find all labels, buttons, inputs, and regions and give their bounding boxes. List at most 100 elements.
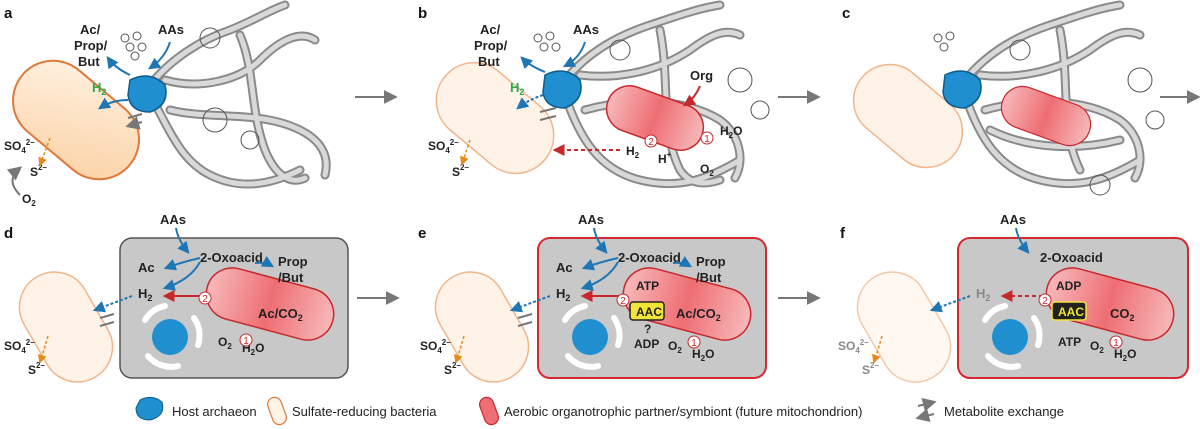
panel-label-d: d: [4, 225, 13, 242]
label-prop: Prop/: [474, 38, 508, 53]
label-prop: Prop/: [74, 38, 108, 53]
label-ac: Ac/: [80, 22, 101, 37]
label-aas: AAs: [1000, 212, 1026, 227]
nucleus: [152, 319, 188, 355]
label-h2: H2: [626, 144, 640, 160]
label-ac: Ac: [556, 260, 573, 275]
aerobic-partner: [622, 267, 752, 341]
label-s2: S2–: [452, 163, 469, 179]
step-1-marker: 1: [704, 134, 710, 145]
aac-transporter: [629, 301, 665, 321]
metabolite-exchange-icon: [915, 397, 937, 423]
label-adp: ADP: [634, 337, 659, 351]
panel-c: c: [842, 0, 1165, 196]
aerobic-partner-icon: [479, 396, 499, 426]
label-h2-green: H2: [510, 80, 524, 97]
legend-aerobic-partner: Aerobic organotrophic partner/symbiont (…: [504, 404, 862, 419]
nucleus: [572, 319, 608, 355]
label-s2: S2–: [30, 163, 47, 179]
label-hplus: H+: [658, 150, 672, 166]
aac-transporter: [1051, 301, 1087, 321]
aerobic-partner: [205, 267, 335, 341]
panel-a: a Ac/ Prop/ But AAs H2: [4, 0, 331, 208]
label-but: But: [478, 54, 500, 69]
legend-host-archaeon: Host archaeon: [172, 404, 257, 419]
label-oxoacid: 2-Oxoacid: [618, 250, 681, 265]
label-o2: O2: [218, 335, 232, 351]
legend: Host archaeon Sulfate-reducing bacteria …: [135, 396, 1064, 426]
label-s2: S2–: [444, 361, 461, 377]
step-1-marker: 1: [691, 338, 697, 349]
label-prop: Prop: [696, 254, 726, 269]
label-h2: H2: [138, 286, 152, 303]
label-so4: SO42–: [4, 338, 35, 355]
label-h2o: H2O: [1114, 347, 1136, 363]
label-aac: AAC: [636, 305, 662, 319]
label-ac: Ac/: [480, 22, 501, 37]
label-h2: H2: [556, 286, 570, 303]
label-aas: AAs: [578, 212, 604, 227]
archaeon-body: [127, 75, 167, 113]
label-co2: CO2: [1110, 306, 1135, 323]
label-but: /But: [696, 270, 722, 285]
label-org: Org: [690, 68, 713, 83]
label-ac-co2: Ac/CO2: [258, 306, 303, 323]
label-but: /But: [278, 270, 304, 285]
sulfate-reducing-bacterium: [18, 271, 114, 383]
panel-label-b: b: [418, 5, 427, 22]
label-s2: S2–: [862, 361, 879, 377]
panel-label-c: c: [842, 5, 850, 22]
panel-label-a: a: [4, 5, 13, 22]
label-o2: O2: [700, 162, 714, 178]
step-2-marker: 2: [202, 294, 208, 305]
step-1-marker: 1: [243, 336, 249, 347]
sulfate-reducing-bacteria-icon: [267, 396, 287, 426]
panel-e: e AAs 2-Oxoacid Ac Prop /But H2 ATP AAC …: [418, 212, 767, 383]
panel-label-f: f: [840, 225, 846, 242]
label-o2: O2: [668, 339, 682, 355]
label-h2: H2: [976, 286, 990, 303]
panel-d: d AAs 2-Oxoacid Ac Prop /But H2 Ac/CO2 O…: [4, 212, 349, 383]
label-but: But: [78, 54, 100, 69]
sulfate-reducing-bacterium: [12, 59, 140, 181]
label-adp: ADP: [1056, 279, 1081, 293]
label-s2: S2–: [28, 361, 45, 377]
sulfate-reducing-bacterium: [852, 63, 964, 169]
label-so4: SO42–: [420, 338, 451, 355]
panel-b: b Ac/ Prop/ But AAs H2 Org: [418, 0, 770, 189]
label-aas: AAs: [573, 22, 599, 37]
step-2-marker: 2: [1042, 296, 1048, 307]
label-oxoacid: 2-Oxoacid: [1040, 250, 1103, 265]
sulfate-reducing-bacterium: [434, 271, 530, 383]
label-question: ?: [644, 322, 651, 336]
label-h2o: H2O: [692, 347, 714, 363]
label-so4: SO42–: [4, 138, 35, 155]
label-h2-green: H2: [92, 80, 106, 97]
label-atp: ATP: [636, 279, 659, 293]
legend-metabolite-exchange: Metabolite exchange: [944, 404, 1064, 419]
label-aac: AAC: [1058, 305, 1084, 319]
aerobic-partner: [1045, 267, 1175, 341]
label-oxoacid: 2-Oxoacid: [200, 250, 263, 265]
label-o2: O2: [1090, 339, 1104, 355]
step-1-marker: 1: [1113, 338, 1119, 349]
step-2-marker: 2: [648, 137, 654, 148]
archaeon-body: [942, 70, 982, 109]
label-prop: Prop: [278, 254, 308, 269]
label-o2: O2: [22, 192, 36, 208]
aerobic-partner: [1000, 85, 1092, 147]
label-ac-co2: Ac/CO2: [676, 306, 721, 323]
label-aas: AAs: [160, 212, 186, 227]
panel-f: f AAs 2-Oxoacid H2 ADP AAC ATP CO2 O2 H2…: [838, 212, 1189, 383]
nucleus: [992, 319, 1028, 355]
label-so4: SO42–: [428, 138, 459, 155]
archaeon-body: [542, 70, 582, 109]
legend-sulfate-reducing-bacteria: Sulfate-reducing bacteria: [292, 404, 437, 419]
label-h2o: H2O: [242, 341, 264, 357]
panel-label-e: e: [418, 225, 426, 242]
label-so4: SO42–: [838, 338, 869, 355]
step-2-marker: 2: [620, 296, 626, 307]
label-ac: Ac: [138, 260, 155, 275]
label-aas: AAs: [158, 22, 184, 37]
